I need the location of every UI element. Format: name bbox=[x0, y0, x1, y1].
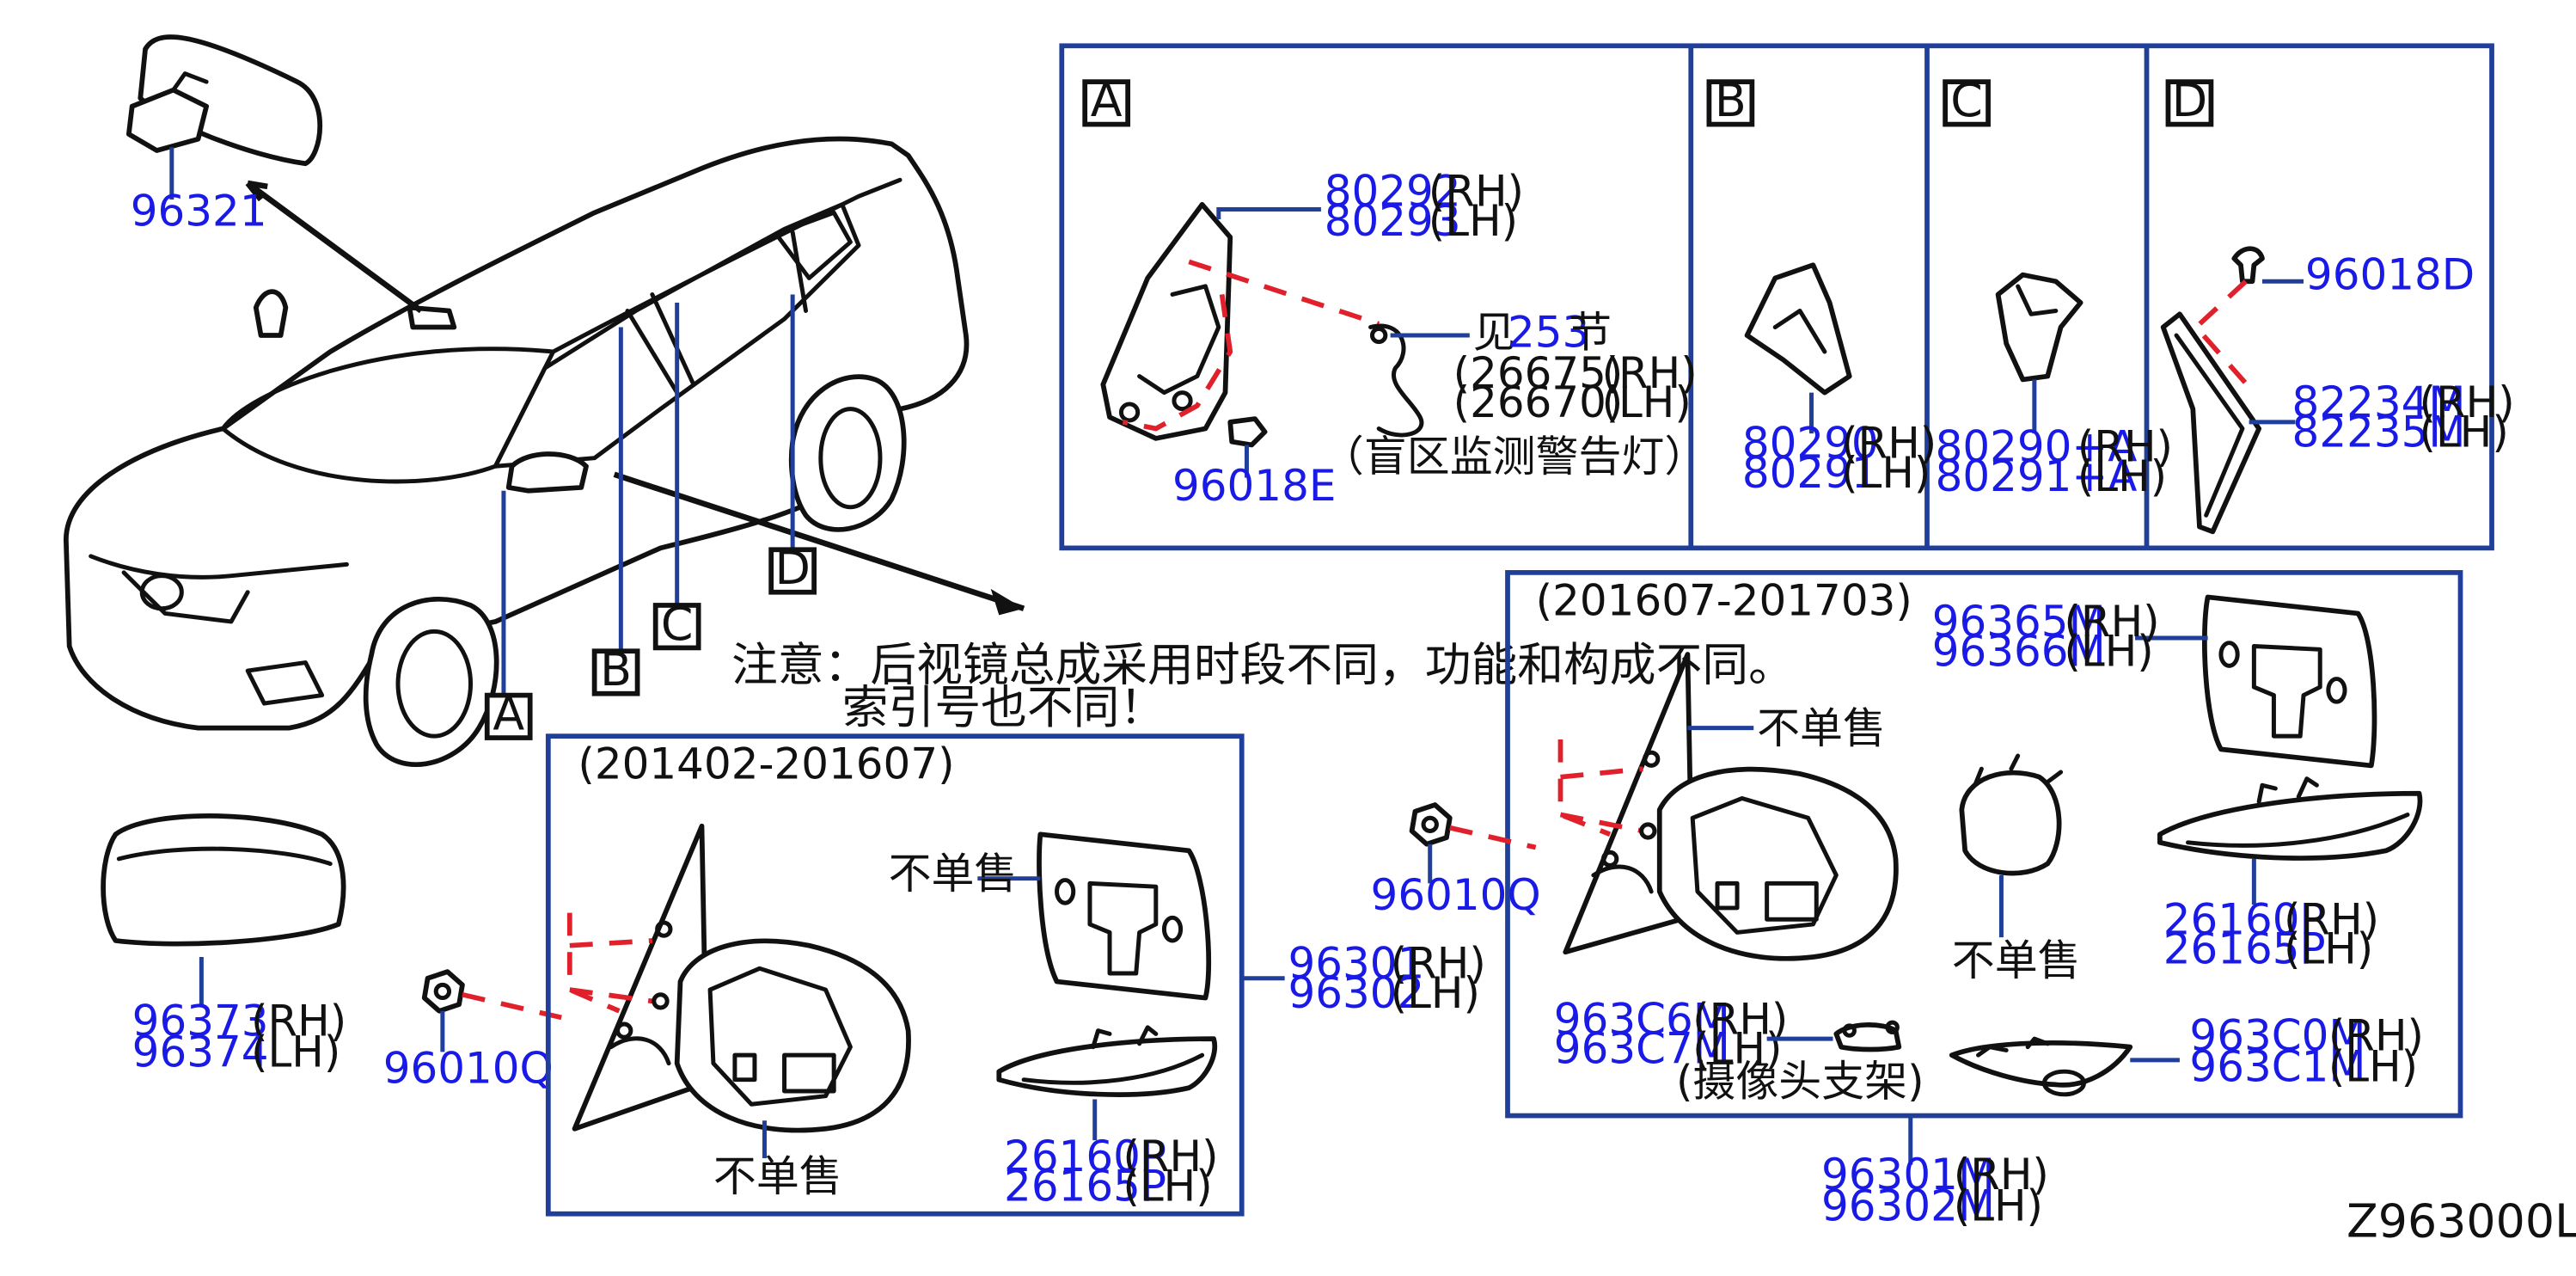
callout-a: A bbox=[484, 687, 533, 741]
svg-text:80290: 80290 bbox=[1742, 419, 1879, 469]
svg-text:(RH): (RH) bbox=[1391, 939, 1486, 989]
svg-text:26165P: 26165P bbox=[1004, 1162, 1166, 1212]
svg-text:(摄像头支架): (摄像头支架) bbox=[1676, 1057, 1924, 1107]
svg-text:不单售: 不单售 bbox=[889, 849, 1018, 899]
svg-text:不单售: 不单售 bbox=[713, 1151, 842, 1201]
svg-text:96010Q: 96010Q bbox=[1371, 870, 1541, 920]
svg-text:96302M: 96302M bbox=[1821, 1181, 1995, 1231]
svg-text:96365M: 96365M bbox=[1932, 597, 2106, 647]
svg-text:见: 见 bbox=[1473, 308, 1516, 358]
svg-text:(RH): (RH) bbox=[1123, 1132, 1218, 1181]
svg-text:(26675): (26675) bbox=[1453, 348, 1624, 398]
svg-text:963C6M: 963C6M bbox=[1554, 995, 1730, 1045]
svg-text:963C0M: 963C0M bbox=[2189, 1011, 2365, 1061]
svg-text:C: C bbox=[661, 597, 694, 651]
svg-text:(RH): (RH) bbox=[1692, 995, 1788, 1045]
svg-text:96010Q: 96010Q bbox=[383, 1044, 554, 1094]
svg-text:(201607-201703): (201607-201703) bbox=[1536, 576, 1912, 626]
svg-text:96366M: 96366M bbox=[1932, 627, 2106, 677]
svg-text:(RH): (RH) bbox=[2064, 597, 2159, 647]
svg-text:D: D bbox=[774, 541, 810, 595]
svg-text:(LH): (LH) bbox=[1602, 377, 1692, 427]
svg-text:(LH): (LH) bbox=[1954, 1181, 2043, 1231]
svg-text:A: A bbox=[1091, 73, 1123, 127]
svg-text:(RH): (RH) bbox=[1954, 1150, 2049, 1199]
note-line-2: 索引号也不同！ bbox=[842, 680, 1166, 734]
svg-text:96301: 96301 bbox=[1288, 939, 1424, 989]
svg-text:80293: 80293 bbox=[1325, 196, 1461, 246]
panel-c: C 80290+A (RH) 80291+A (LH) bbox=[1936, 73, 2173, 500]
diagram-code: Z963000L bbox=[2347, 1194, 2576, 1248]
svg-text:不单售: 不单售 bbox=[1952, 936, 2081, 985]
period-1-frame bbox=[545, 733, 1245, 1217]
svg-text:B: B bbox=[600, 642, 632, 696]
svg-text:80291: 80291 bbox=[1742, 448, 1879, 498]
svg-text:96374: 96374 bbox=[132, 1028, 269, 1077]
svg-text:96018D: 96018D bbox=[2305, 250, 2475, 300]
period-1: (201402-201607) 不单售 不单售 26160P (RH) 2616… bbox=[566, 739, 1219, 1212]
svg-text:(RH): (RH) bbox=[2419, 377, 2514, 427]
svg-text:(RH): (RH) bbox=[1429, 167, 1524, 217]
svg-text:963C7M: 963C7M bbox=[1554, 1024, 1730, 1074]
svg-text:82235M: 82235M bbox=[2292, 408, 2466, 457]
svg-text:26160P: 26160P bbox=[2163, 895, 2326, 945]
svg-text:80290+A: 80290+A bbox=[1936, 422, 2138, 472]
svg-text:（盲区监测警告灯）: （盲区监测警告灯） bbox=[1321, 432, 1707, 482]
svg-text:80292: 80292 bbox=[1325, 167, 1461, 217]
callout-b: B bbox=[591, 642, 640, 696]
svg-text:(LH): (LH) bbox=[1429, 196, 1518, 246]
svg-text:(LH): (LH) bbox=[2064, 627, 2153, 677]
svg-text:(RH): (RH) bbox=[2284, 895, 2379, 945]
svg-text:82234M: 82234M bbox=[2292, 377, 2466, 427]
inner-mirror-part: 96321 bbox=[131, 187, 267, 236]
svg-text:(201402-201607): (201402-201607) bbox=[578, 739, 954, 789]
svg-text:96301M: 96301M bbox=[1821, 1150, 1995, 1199]
svg-text:(LH): (LH) bbox=[2419, 408, 2508, 457]
panel-a: A 80292 (RH) 80293 (LH) 见 253 节 (26675) … bbox=[1082, 73, 1707, 511]
panel-d: D 96018D 82234M (RH) 82235M (LH) bbox=[2160, 73, 2515, 535]
svg-text:(LH): (LH) bbox=[1123, 1162, 1212, 1212]
period-2: (201607-201703) 96010Q 不单售 96365M (RH) 9… bbox=[1371, 576, 2424, 1107]
svg-text:节: 节 bbox=[1569, 308, 1612, 358]
svg-text:(LH): (LH) bbox=[1841, 448, 1930, 498]
svg-text:(RH): (RH) bbox=[251, 997, 346, 1046]
svg-text:(LH): (LH) bbox=[1692, 1024, 1782, 1074]
svg-text:26160P: 26160P bbox=[1004, 1132, 1166, 1181]
svg-text:D: D bbox=[2172, 73, 2207, 127]
svg-text:(26670): (26670) bbox=[1453, 377, 1624, 427]
svg-text:B: B bbox=[1715, 73, 1747, 127]
svg-text:(RH): (RH) bbox=[2328, 1011, 2424, 1061]
svg-text:96373: 96373 bbox=[132, 997, 269, 1046]
inner-mirror: 96321 bbox=[125, 34, 323, 236]
note-line-1: 注意：后视镜总成采用时段不同，功能和构成不同。 bbox=[731, 638, 1795, 692]
svg-text:不单售: 不单售 bbox=[1757, 703, 1886, 753]
nut-left: 96010Q bbox=[383, 969, 562, 1094]
svg-text:963C1M: 963C1M bbox=[2189, 1042, 2365, 1092]
svg-text:80291+A: 80291+A bbox=[1936, 451, 2138, 501]
svg-text:(RH): (RH) bbox=[1841, 419, 1937, 469]
svg-text:A: A bbox=[493, 687, 524, 741]
callout-d: D bbox=[768, 541, 817, 595]
detail-panels-frame bbox=[1059, 43, 2494, 551]
panel-b: B 80290 (RH) 80291 (LH) bbox=[1706, 73, 1937, 498]
svg-text:96018E: 96018E bbox=[1172, 461, 1336, 511]
svg-text:(LH): (LH) bbox=[1391, 968, 1480, 1018]
svg-text:(RH): (RH) bbox=[2077, 422, 2173, 472]
svg-text:253: 253 bbox=[1508, 308, 1589, 358]
svg-text:(LH): (LH) bbox=[2328, 1042, 2418, 1092]
svg-text:(RH): (RH) bbox=[1602, 348, 1698, 398]
svg-text:(LH): (LH) bbox=[2284, 924, 2373, 974]
svg-text:26165P: 26165P bbox=[2163, 924, 2326, 974]
svg-text:96302: 96302 bbox=[1288, 968, 1424, 1018]
svg-text:(LH): (LH) bbox=[2077, 451, 2167, 501]
callout-c: C bbox=[652, 597, 701, 651]
svg-text:C: C bbox=[1950, 73, 1983, 127]
car-illustration bbox=[63, 136, 1025, 767]
svg-text:(LH): (LH) bbox=[251, 1028, 340, 1077]
period-2-frame bbox=[1505, 570, 2463, 1119]
mirror-cap: 96373 (RH) 96374 (LH) bbox=[101, 813, 346, 1077]
